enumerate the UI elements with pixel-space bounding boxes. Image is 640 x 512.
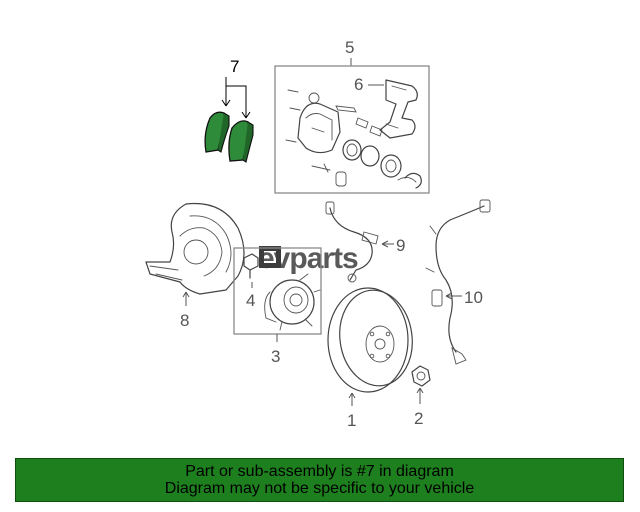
- banner-line-2: Diagram may not be specific to your vehi…: [164, 480, 475, 497]
- part-3-hub-assembly[interactable]: 3: [233, 247, 322, 366]
- dust-shield: [145, 202, 245, 295]
- part-2-lug-nut[interactable]: 2: [411, 365, 431, 428]
- part-7-brake-pads[interactable]: 7: [204, 57, 254, 163]
- callout-3[interactable]: 3: [271, 347, 280, 366]
- callout-10[interactable]: 10: [464, 288, 483, 307]
- callout-4[interactable]: 4: [246, 291, 255, 310]
- caliper-bracket: [379, 79, 418, 139]
- part-5-caliper-assembly[interactable]: 5: [274, 38, 430, 194]
- abs-sensor-wire: [435, 205, 485, 353]
- info-banner: Part or sub-assembly is #7 in diagram Di…: [15, 458, 624, 502]
- part-8-dust-shield[interactable]: 8: [145, 202, 245, 331]
- callout-8[interactable]: 8: [180, 311, 189, 330]
- caliper-assembly-frame: [274, 65, 430, 194]
- part-1-brake-rotor[interactable]: 1: [327, 285, 418, 430]
- callout-6[interactable]: 6: [354, 75, 363, 94]
- callout-7[interactable]: 7: [230, 57, 239, 76]
- hub-bolt: [243, 253, 259, 279]
- brake-rotor: [327, 287, 409, 393]
- watermark-text: evparts: [258, 242, 358, 275]
- callout-5[interactable]: 5: [345, 38, 354, 57]
- lug-nut: [411, 365, 431, 387]
- leader-7: [221, 77, 251, 119]
- banner-line-1: Part or sub-assembly is #7 in diagram: [185, 463, 454, 480]
- part-4-hub-bolt[interactable]: 4: [243, 253, 259, 310]
- callout-2[interactable]: 2: [414, 409, 423, 428]
- part-10-abs-sensor[interactable]: 10: [425, 199, 491, 365]
- watermark-logo: evparts: [258, 242, 359, 275]
- part-6-caliper-bracket[interactable]: 6: [354, 75, 418, 139]
- caliper-body: [297, 102, 341, 154]
- callout-9[interactable]: 9: [396, 236, 405, 255]
- callout-1[interactable]: 1: [347, 411, 356, 430]
- part-9-brake-hose[interactable]: 9: [325, 201, 405, 283]
